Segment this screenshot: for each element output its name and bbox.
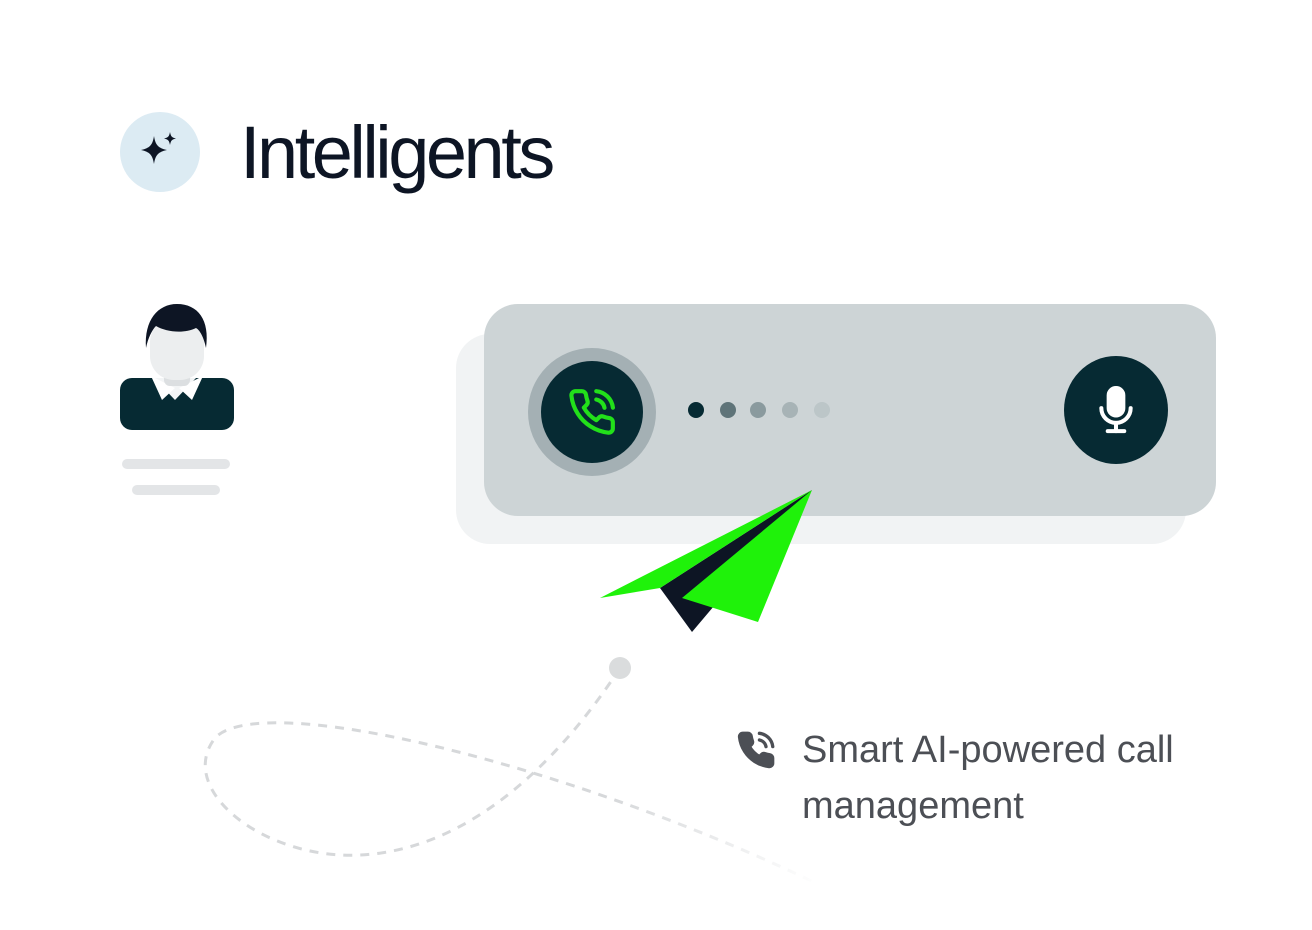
- call-button-core[interactable]: [541, 361, 643, 463]
- call-card: [484, 304, 1216, 516]
- flight-path: [203, 667, 821, 887]
- phone-ringing-icon: [737, 731, 775, 769]
- brand-badge: [120, 112, 200, 192]
- avatar-name-placeholder: [122, 459, 230, 469]
- dot-3: [750, 402, 766, 418]
- feature-text: Smart AI-powered call management: [802, 729, 1174, 827]
- user-avatar-icon: [120, 304, 234, 430]
- avatar-detail-placeholder: [132, 485, 220, 495]
- call-button[interactable]: [528, 348, 656, 476]
- phone-ringing-icon: [569, 389, 616, 435]
- dot-5: [814, 402, 830, 418]
- sparkle-icon: [141, 132, 176, 164]
- dot-2: [720, 402, 736, 418]
- flight-path-start-dot: [609, 657, 631, 679]
- microphone-button[interactable]: [1064, 356, 1168, 464]
- microphone-icon: [1099, 385, 1133, 434]
- dot-1: [688, 402, 704, 418]
- brand-name: Intelligents: [240, 111, 555, 194]
- dot-4: [782, 402, 798, 418]
